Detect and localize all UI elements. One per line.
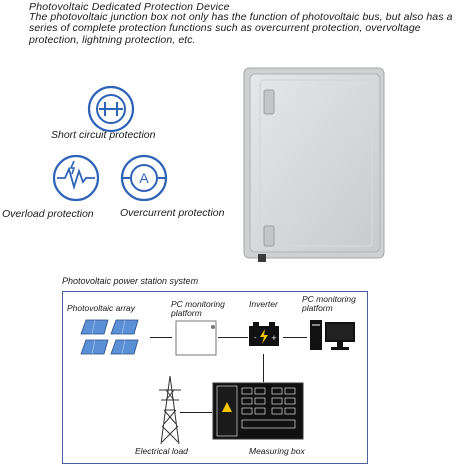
page-title: Photovoltaic Dedicated Protection Device [29, 1, 230, 13]
connector-line [150, 337, 172, 338]
transmission-tower-icon [159, 375, 181, 445]
short-circuit-icon [87, 85, 135, 133]
ammeter-icon: A [120, 154, 168, 202]
feature-label-short-circuit: Short circuit protection [51, 129, 156, 141]
label-pc-platform-2: PC monitoring platform [302, 294, 356, 313]
connector-line [263, 354, 264, 382]
system-diagram-frame [62, 291, 368, 464]
svg-text:+: + [271, 334, 277, 342]
label-pc-platform-1: PC monitoring platform [171, 299, 225, 318]
connector-line [218, 337, 248, 338]
connector-line [283, 337, 307, 338]
computer-icon [310, 320, 355, 350]
measuring-box-icon [212, 382, 304, 440]
inverter-icon: - + [249, 322, 279, 346]
overload-wave-icon [52, 154, 100, 202]
svg-text:A: A [139, 170, 149, 186]
page-description: The photovoltaic junction box not only h… [29, 11, 453, 46]
solar-panel-array-icon [80, 319, 139, 355]
junction-box-image [243, 67, 385, 262]
label-measuring-box: Measuring box [249, 446, 305, 456]
feature-label-overload: Overload protection [2, 208, 94, 220]
connector-line [180, 412, 212, 413]
label-pv-array: Photovoltaic array [67, 303, 136, 313]
label-electrical-load: Electrical load [135, 446, 188, 456]
label-inverter: Inverter [249, 299, 278, 309]
diagram-title: Photovoltaic power station system [62, 276, 199, 286]
svg-text:-: - [254, 334, 257, 342]
monitoring-unit-icon [175, 320, 217, 356]
feature-label-overcurrent: Overcurrent protection [120, 207, 225, 219]
